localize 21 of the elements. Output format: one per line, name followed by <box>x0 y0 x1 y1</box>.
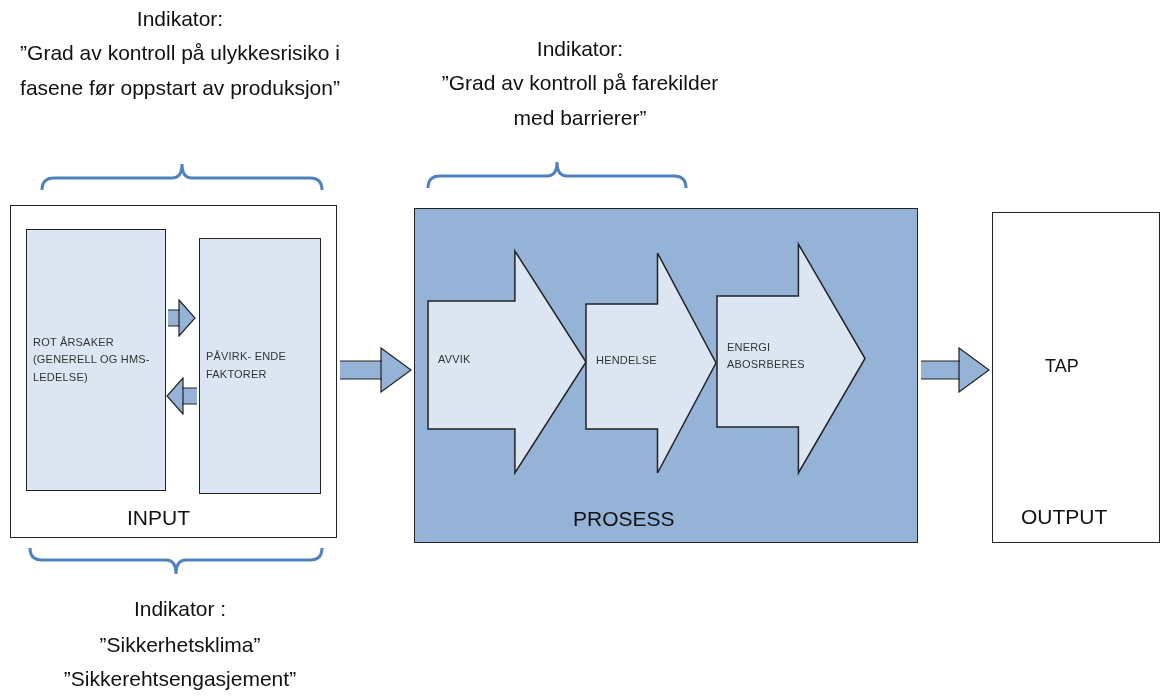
indicator-text: ”Grad av kontroll på farekilder med barrierer” <box>440 70 720 131</box>
indicator-text: ”Sikkerhetsklima” <box>98 632 262 658</box>
step-text: HENDELSE <box>596 353 657 369</box>
indicator-heading: Indikator: <box>535 36 625 62</box>
box-text: TAP <box>1045 356 1079 377</box>
indicator-heading: Indikator : <box>132 596 228 622</box>
factor-box <box>199 238 321 494</box>
box-title: OUTPUT <box>1021 505 1108 529</box>
step-text: ENERGI ABOSRBERES <box>727 339 806 373</box>
box-title: PROSESS <box>573 507 675 531</box>
box-title: INPUT <box>127 506 190 530</box>
box-text: PÅVIRK- ENDE FAKTORER <box>206 349 288 382</box>
indicator-text: ”Sikkerehtsengasjement” <box>62 666 298 692</box>
box-text: ROT ÅRSAKER (GENERELL OG HMS-LEDELSE) <box>33 334 151 385</box>
factor-box <box>26 229 166 491</box>
indicator-heading: Indikator: <box>135 6 225 32</box>
container-box <box>414 208 918 543</box>
step-text: AVVIK <box>438 352 471 368</box>
container-box <box>10 205 337 538</box>
indicator-text: ”Grad av kontroll på ulykkesrisiko i fasene før oppstart av produksjon” <box>20 40 340 101</box>
output-box <box>992 212 1160 543</box>
